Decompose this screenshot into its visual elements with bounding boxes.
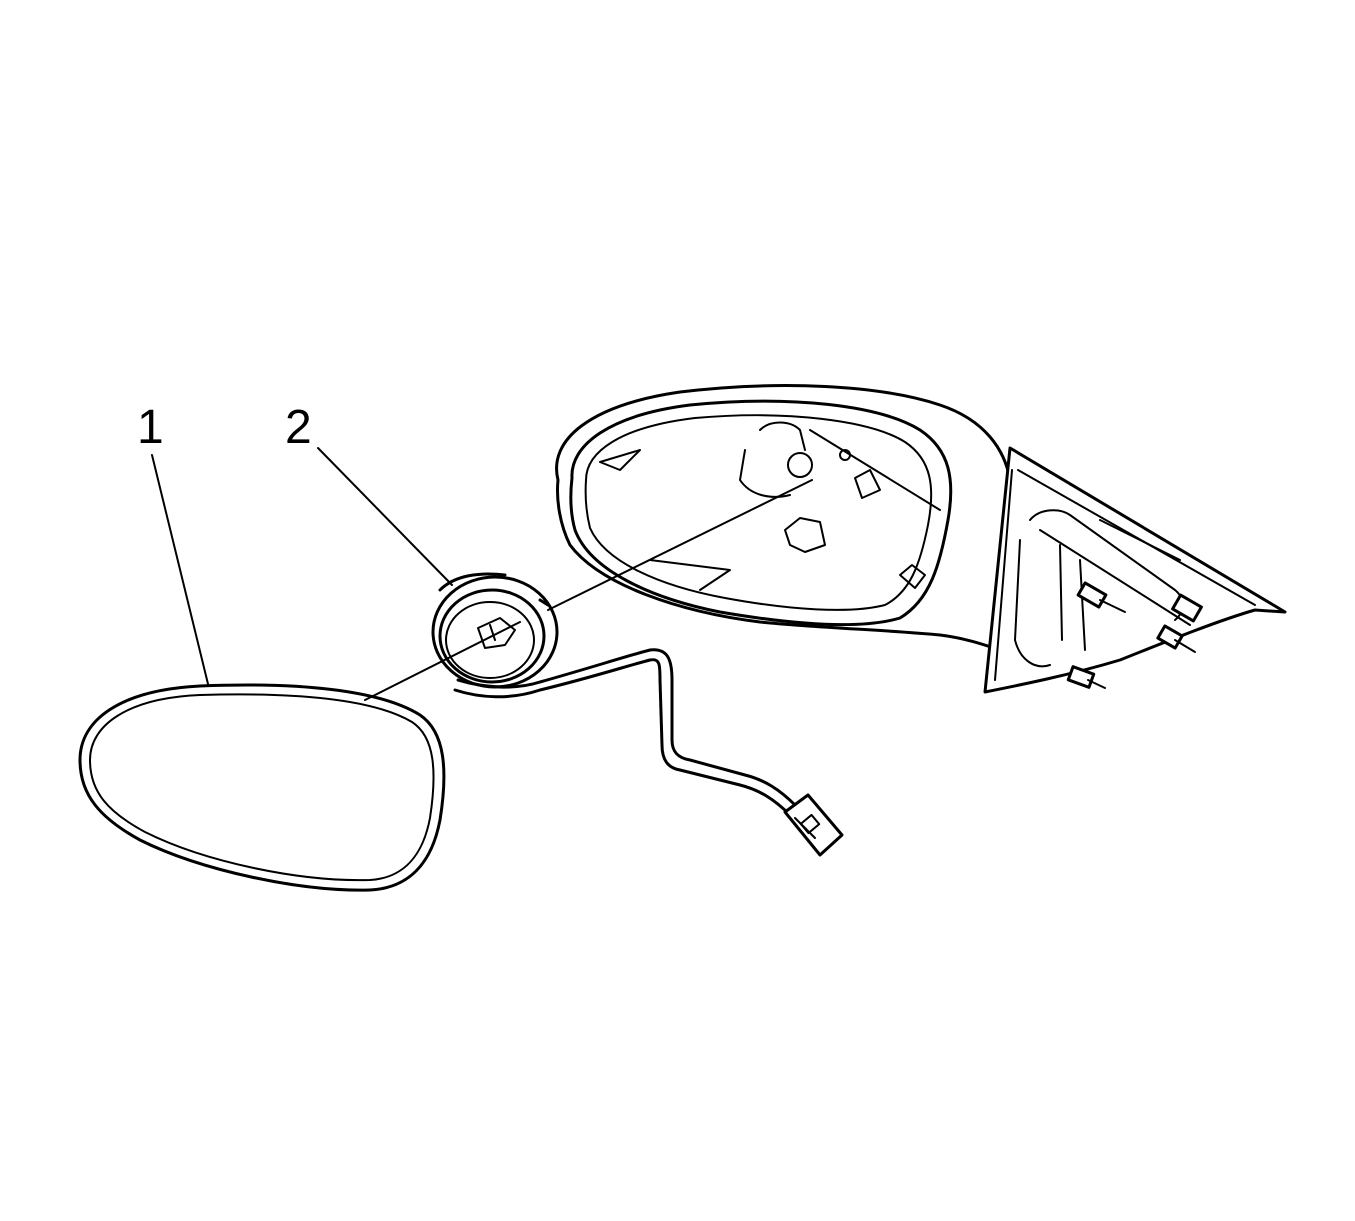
callout-2-leader: [317, 447, 453, 586]
wiring-connector-icon: [453, 648, 844, 857]
mirror-housing-icon: [555, 384, 1287, 694]
mirror-glass-icon: [78, 683, 446, 892]
alignment-lines: [364, 479, 813, 701]
callout-1-number: 1: [137, 401, 164, 454]
callout-1-leader: [151, 454, 209, 685]
mirror-actuator-icon: [431, 572, 559, 689]
callout-2-number: 2: [285, 401, 312, 454]
